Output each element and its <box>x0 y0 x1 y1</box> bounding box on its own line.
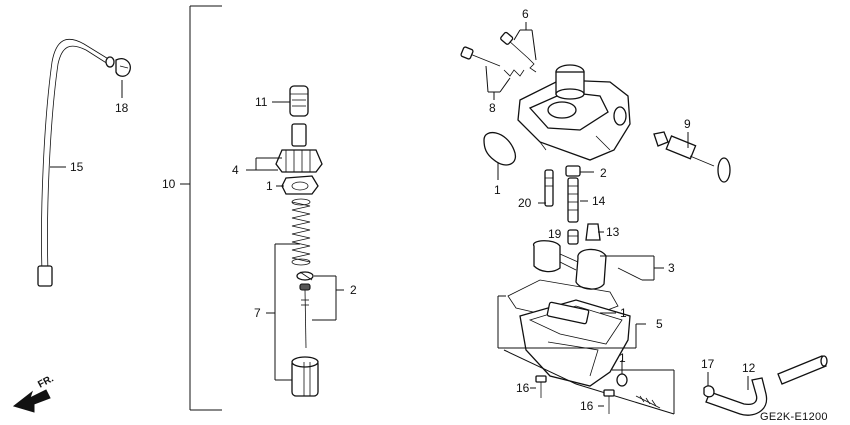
label-part-13: 13 <box>606 225 620 239</box>
label-part-6: 6 <box>522 7 529 21</box>
label-part-12: 12 <box>742 361 756 375</box>
throttle-spring-part <box>291 198 311 266</box>
slow-jet-part <box>544 169 554 207</box>
main-jet-part <box>567 229 579 245</box>
throttle-stop-screw-part <box>460 46 525 77</box>
float-chamber-gasket-part <box>507 279 619 323</box>
label-part-1-drain: 1 <box>619 351 626 365</box>
label-part-2-left: 2 <box>350 283 357 297</box>
label-part-10: 10 <box>162 177 176 191</box>
drain-screw-part <box>635 395 661 409</box>
chamber-screw-part <box>535 375 547 398</box>
throttle-valve-part <box>291 356 319 397</box>
label-part-9: 9 <box>684 117 691 131</box>
o-ring-part <box>483 131 517 166</box>
front-direction-label: FR. <box>36 373 56 390</box>
label-part-18: 18 <box>115 101 129 115</box>
needle-clip-part <box>296 271 314 291</box>
float-chamber-part <box>519 299 631 387</box>
label-part-15: 15 <box>70 160 84 174</box>
needle-jet-holder-part <box>565 165 581 223</box>
label-part-2-right: 2 <box>600 166 607 180</box>
label-part-19: 19 <box>548 227 562 241</box>
label-part-5: 5 <box>656 317 663 331</box>
cable-adjuster-part <box>289 85 309 117</box>
label-part-1-top: 1 <box>266 179 273 193</box>
vent-tube-part <box>777 355 828 385</box>
fuel-tube-part <box>37 39 115 287</box>
tube-clip-small-part <box>703 385 715 398</box>
label-part-8: 8 <box>489 101 496 115</box>
label-part-3: 3 <box>668 261 675 275</box>
air-screw-part <box>500 31 537 73</box>
label-part-7: 7 <box>254 306 261 320</box>
drain-o-ring-part <box>616 373 628 387</box>
front-direction-arrow <box>12 389 51 413</box>
top-gasket-part <box>281 175 319 195</box>
label-part-14: 14 <box>592 194 606 208</box>
float-part <box>533 240 643 290</box>
label-part-1-gasket: 1 <box>620 306 627 320</box>
drain-tube-part <box>705 377 768 416</box>
label-part-17: 17 <box>701 357 715 371</box>
label-part-16-lower: 16 <box>580 399 594 413</box>
label-part-20: 20 <box>518 196 532 210</box>
label-part-1-oring: 1 <box>494 183 501 197</box>
tube-clip-part <box>115 58 131 77</box>
diagram-code: GE2K-E1200 <box>760 411 828 423</box>
jet-needle-part <box>301 289 309 349</box>
carburetor-body-part <box>517 64 631 161</box>
jet-part <box>585 223 601 241</box>
label-part-4: 4 <box>232 163 239 177</box>
carburetor-top-part <box>275 123 323 173</box>
label-part-16-upper: 16 <box>516 381 530 395</box>
chamber-screw-lower-part <box>603 389 615 414</box>
starter-valve-part <box>653 131 731 183</box>
label-part-11: 11 <box>255 95 268 109</box>
